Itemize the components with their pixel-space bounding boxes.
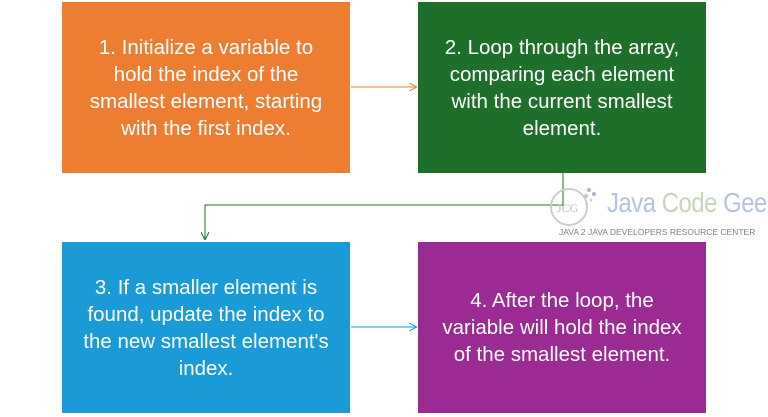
svg-text:JCG: JCG (557, 201, 579, 215)
step-4-box: 4. After the loop, the variable will hol… (418, 242, 706, 413)
step-3-box: 3. If a smaller element is found, update… (62, 242, 350, 413)
watermark-subtitle: JAVA 2 JAVA DEVELOPERS RESOURCE CENTER (559, 227, 756, 237)
step-4-text: 4. After the loop, the variable will hol… (442, 289, 682, 366)
step-1-text: 1. Initialize a variable to hold the ind… (89, 35, 323, 140)
step-3-text: 3. If a smaller element is found, update… (83, 275, 329, 380)
jcg-logo-icon: JCG (550, 188, 596, 226)
watermark-title: Java Code Geeks (607, 187, 768, 218)
step-2-box: 2. Loop through the array, comparing eac… (418, 2, 706, 173)
step-1-box: 1. Initialize a variable to hold the ind… (62, 2, 350, 173)
watermark: JCG Java Code Geeks JAVA 2 JAVA DEVELOPE… (545, 185, 768, 241)
arrow-2-to-3 (205, 173, 564, 239)
step-2-text: 2. Loop through the array, comparing eac… (444, 35, 680, 140)
